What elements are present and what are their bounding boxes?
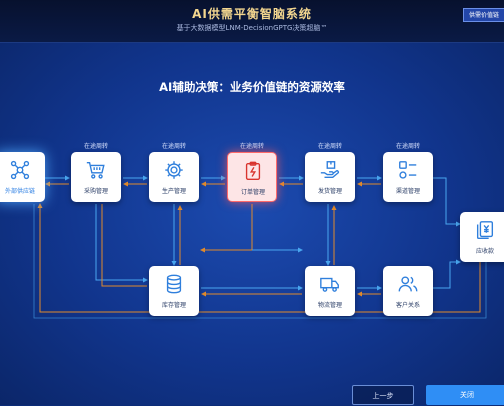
gear-icon	[163, 159, 185, 181]
node-label: 生产管理	[161, 188, 186, 195]
node-label: 客户关系	[395, 302, 420, 309]
node-label: 应收款	[475, 248, 494, 255]
yuan-card-icon	[474, 219, 496, 241]
app-title: AI供需平衡智脑系统	[192, 7, 312, 21]
transit-label-order: 在途周转	[239, 143, 264, 150]
app-subtitle: 基于大数据模型LNM-DecisionGPTG决策超脑™	[176, 24, 328, 32]
node-label: 外部供应链	[4, 188, 35, 195]
node-external-supply-chain[interactable]: 外部供应链	[0, 152, 45, 202]
cart-icon	[85, 159, 107, 181]
node-customer-relations[interactable]: 客户关系	[383, 266, 433, 316]
node-label: 订单管理	[240, 189, 265, 196]
transit-label-channel: 在途周转	[395, 143, 420, 150]
hand-box-icon	[319, 159, 341, 181]
truck-icon	[319, 273, 341, 295]
previous-step-button[interactable]: 上一步	[352, 385, 414, 405]
node-label: 物流管理	[317, 302, 342, 309]
page-heading: AI辅助决策：业务价值链的资源效率	[159, 80, 345, 94]
transit-label-production: 在途周转	[161, 143, 186, 150]
node-delivery[interactable]: 发货管理	[305, 152, 355, 202]
value-chain-button[interactable]: 供需价值链	[463, 8, 504, 22]
node-label: 采购管理	[83, 188, 108, 195]
node-procurement[interactable]: 采购管理	[71, 152, 121, 202]
node-channel[interactable]: 渠道管理	[383, 152, 433, 202]
node-inventory[interactable]: 库存管理	[149, 266, 199, 316]
transit-label-procurement: 在途周转	[83, 143, 108, 150]
clipboard-bolt-icon	[242, 160, 264, 182]
node-label: 发货管理	[317, 188, 342, 195]
node-receivable[interactable]: 应收款	[460, 212, 504, 262]
users-icon	[397, 273, 419, 295]
app-header: AI供需平衡智脑系统 基于大数据模型LNM-DecisionGPTG决策超脑™ …	[0, 0, 504, 43]
transit-label-delivery: 在途周转	[317, 143, 342, 150]
node-order-management[interactable]: 订单管理	[227, 152, 277, 202]
network-icon	[9, 159, 31, 181]
node-label: 渠道管理	[395, 188, 420, 195]
channel-icon	[397, 159, 419, 181]
node-logistics[interactable]: 物流管理	[305, 266, 355, 316]
node-label: 库存管理	[161, 302, 186, 309]
database-icon	[163, 273, 185, 295]
node-production[interactable]: 生产管理	[149, 152, 199, 202]
close-button[interactable]: 关闭	[426, 385, 504, 405]
